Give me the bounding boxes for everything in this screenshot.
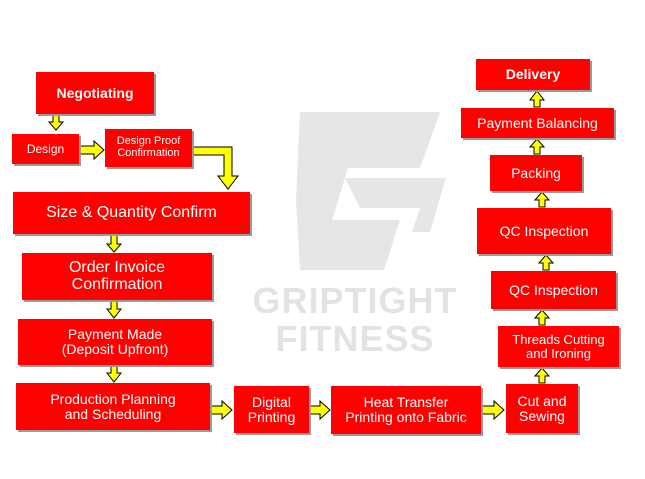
step-cut-and-sewing: Cut and Sewing xyxy=(506,384,578,433)
step-design-proof-confirmation: Design Proof Confirmation xyxy=(105,129,192,167)
step-heat-transfer-printing: Heat Transfer Printing onto Fabric xyxy=(331,386,481,434)
step-size-quantity-confirm: Size & Quantity Confirm xyxy=(13,192,250,234)
arrow-balancing-to-delivery xyxy=(528,90,546,108)
step-production-planning: Production Planning and Scheduling xyxy=(16,383,210,430)
arrow-threads-to-qc1 xyxy=(533,309,551,326)
step-negotiating: Negotiating xyxy=(36,72,154,114)
arrow-design-to-proof xyxy=(79,139,105,161)
watermark-line2: FITNESS xyxy=(275,318,435,359)
arrow-qc1-to-qc2 xyxy=(537,254,555,271)
watermark-line1: GRIPTIGHT xyxy=(252,280,458,321)
arrow-negotiating-to-design xyxy=(47,112,65,131)
arrow-payment-to-production xyxy=(105,364,123,383)
step-qc-inspection-2: QC Inspection xyxy=(477,208,611,254)
step-digital-printing: Digital Printing xyxy=(234,386,309,433)
step-delivery: Delivery xyxy=(476,59,590,90)
arrow-heat-to-cut xyxy=(481,399,505,421)
arrow-production-to-digital xyxy=(209,399,233,421)
step-design: Design xyxy=(12,134,79,164)
step-payment-balancing: Payment Balancing xyxy=(461,108,614,138)
step-threads-cutting-ironing: Threads Cutting and Ironing xyxy=(498,326,619,367)
step-order-invoice-confirmation: Order Invoice Confirmation xyxy=(22,253,212,300)
arrow-invoice-to-payment xyxy=(105,299,123,319)
arrow-digital-to-heat xyxy=(308,399,331,421)
step-qc-inspection-1: QC Inspection xyxy=(491,271,616,309)
arrow-proof-to-size xyxy=(192,146,240,190)
arrow-packing-to-balancing xyxy=(528,138,546,155)
step-packing: Packing xyxy=(490,155,582,191)
arrow-qc2-to-packing xyxy=(533,191,551,208)
arrow-cut-to-threads xyxy=(533,367,551,384)
step-payment-made: Payment Made (Deposit Upfront) xyxy=(18,319,212,365)
arrow-size-to-invoice xyxy=(105,234,123,253)
